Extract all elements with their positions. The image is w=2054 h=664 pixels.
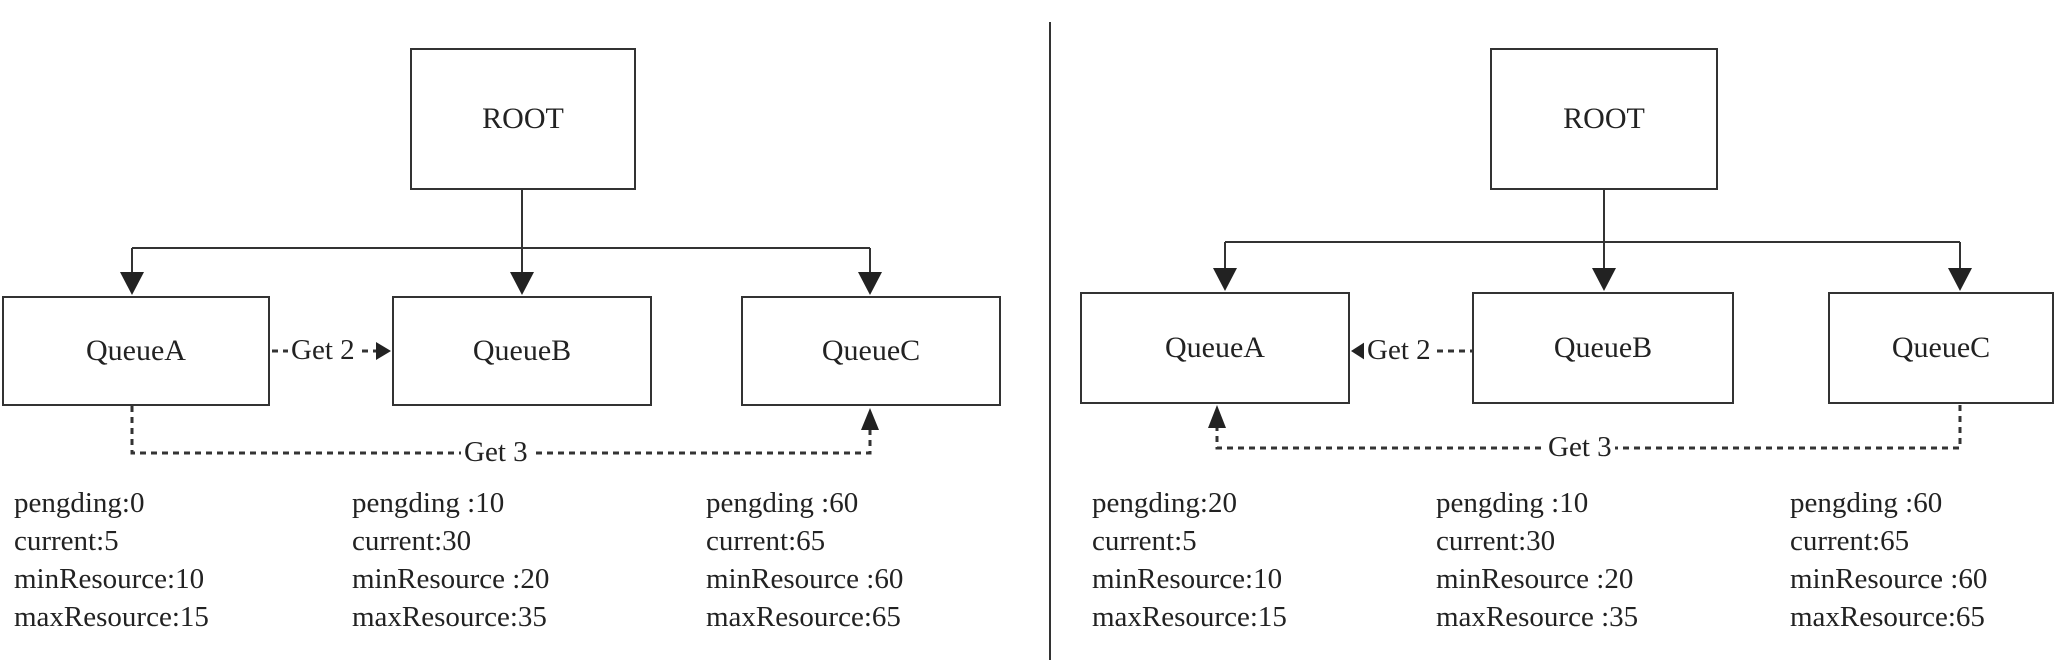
max-resource-value: maxResource :35 — [1436, 601, 1639, 633]
queue-a-node-right: QueueA — [1080, 292, 1350, 404]
pending-value: pengding:20 — [1092, 487, 1237, 519]
pending-value: pengding :60 — [1790, 487, 1943, 519]
current-value: current:5 — [1092, 525, 1197, 557]
max-resource-value: maxResource:15 — [1092, 601, 1287, 633]
queue-b-node-left: QueueB — [392, 296, 652, 406]
pending-value: pengding :10 — [352, 487, 505, 519]
transfer-ab-arrow-right — [1351, 342, 1365, 360]
queue-a-node-left: QueueA — [2, 296, 270, 406]
root-node-left: ROOT — [410, 48, 636, 190]
queue-c-label: QueueC — [1891, 331, 1991, 364]
current-value: current:65 — [706, 525, 826, 557]
arrow-head-c-right — [1948, 268, 1972, 291]
queue-a-label: QueueA — [1165, 331, 1265, 364]
min-resource-value: minResource:10 — [1092, 563, 1283, 595]
max-resource-value: maxResource:15 — [14, 601, 209, 633]
transfer-ab-label-left: Get 2 — [288, 334, 358, 366]
queue-b-stats-left: pengding :10 current:30 minResource :20 … — [352, 484, 549, 636]
queue-b-label: QueueB — [1553, 331, 1653, 364]
transfer-ab-arrow-left — [376, 342, 391, 360]
queue-a-stats-left: pengding:0 current:5 minResource:10 maxR… — [14, 484, 209, 636]
arrow-head-a-right — [1213, 268, 1237, 291]
arrow-head-b-left — [510, 272, 534, 295]
queue-b-label: QueueB — [472, 334, 572, 367]
max-resource-value: maxResource:65 — [706, 601, 901, 633]
min-resource-value: minResource :60 — [1790, 563, 1988, 595]
current-value: current:30 — [1436, 525, 1556, 557]
root-label: ROOT — [482, 102, 564, 135]
transfer-ac-arrow-left — [861, 408, 879, 430]
min-resource-value: minResource :60 — [706, 563, 904, 595]
min-resource-value: minResource :20 — [352, 563, 550, 595]
transfer-ac-label-left: Get 3 — [461, 436, 531, 468]
max-resource-value: maxResource:65 — [1790, 601, 1985, 633]
queue-a-label: QueueA — [86, 334, 186, 367]
queue-c-stats-right: pengding :60 current:65 minResource :60 … — [1790, 484, 1987, 636]
current-value: current:30 — [352, 525, 472, 557]
root-label: ROOT — [1563, 102, 1645, 135]
pending-value: pengding :60 — [706, 487, 859, 519]
queue-c-label: QueueC — [821, 334, 921, 367]
queue-a-stats-right: pengding:20 current:5 minResource:10 max… — [1092, 484, 1287, 636]
transfer-ac-label-right: Get 3 — [1545, 431, 1615, 463]
max-resource-value: maxResource:35 — [352, 601, 547, 633]
queue-c-stats-left: pengding :60 current:65 minResource :60 … — [706, 484, 903, 636]
transfer-ac-line-right — [1215, 405, 1962, 450]
transfer-ab-label-right: Get 2 — [1364, 334, 1434, 366]
current-value: current:65 — [1790, 525, 1910, 557]
pending-value: pengding :10 — [1436, 487, 1589, 519]
queue-b-node-right: QueueB — [1472, 292, 1734, 404]
queue-b-stats-right: pengding :10 current:30 minResource :20 … — [1436, 484, 1638, 636]
arrow-head-b-right — [1592, 268, 1616, 291]
queue-c-node-left: QueueC — [741, 296, 1001, 406]
root-node-right: ROOT — [1490, 48, 1718, 190]
current-value: current:5 — [14, 525, 119, 557]
min-resource-value: minResource:10 — [14, 563, 205, 595]
arrow-head-a-left — [120, 272, 144, 295]
arrow-head-c-left — [858, 272, 882, 295]
transfer-ac-arrow-right — [1208, 405, 1226, 428]
transfer-ac-line-left — [130, 406, 872, 455]
queue-c-node-right: QueueC — [1828, 292, 2054, 404]
pending-value: pengding:0 — [14, 487, 145, 519]
min-resource-value: minResource :20 — [1436, 563, 1634, 595]
